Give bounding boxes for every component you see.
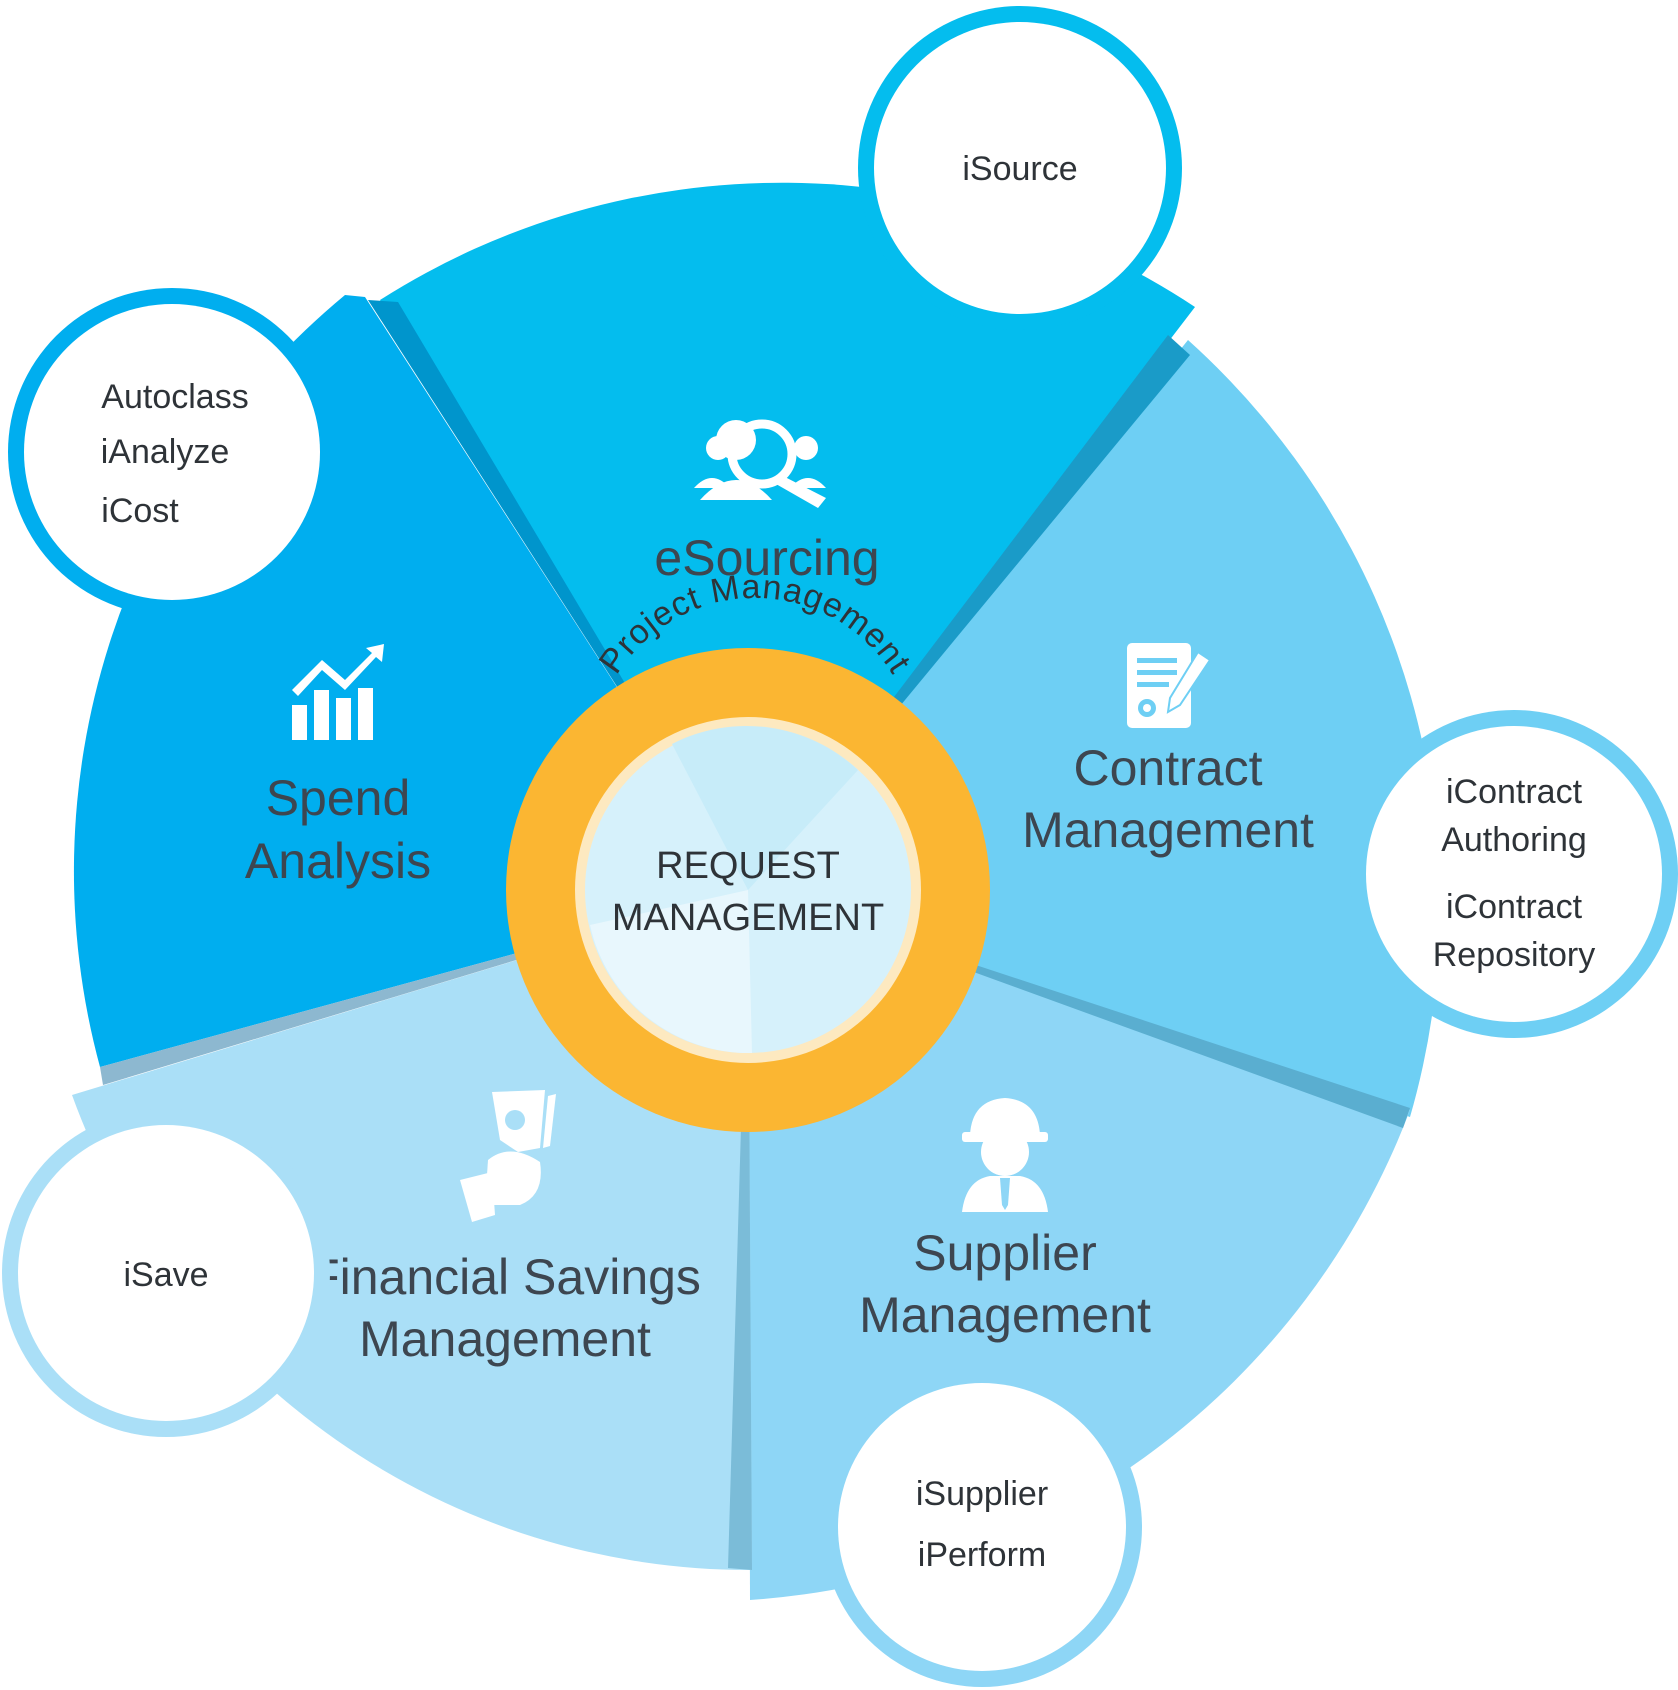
bubble-isource[interactable]: iSource xyxy=(858,6,1182,330)
savings-title-line1: Financial Savings xyxy=(309,1249,701,1305)
segment-esourcing[interactable] xyxy=(380,182,1195,890)
esourcing-title: eSourcing xyxy=(654,530,879,586)
bubble-isave[interactable]: iSave xyxy=(2,1109,330,1437)
supplier-content: Supplier Management xyxy=(859,1098,1151,1343)
bubble-spend-tools[interactable]: Autoclass iAnalyze iCost xyxy=(8,288,336,616)
center-hub: Project Management REQUEST MANAGEMENT xyxy=(506,568,990,1132)
contract-document-icon xyxy=(1127,643,1212,728)
bubble-item: Authoring xyxy=(1441,821,1587,859)
center-upper-slice xyxy=(672,725,858,890)
bubble-item: Autoclass xyxy=(101,378,248,416)
esourcing-content: eSourcing xyxy=(654,419,880,586)
search-people-icon xyxy=(694,419,826,508)
supplier-title-line2: Management xyxy=(859,1287,1151,1343)
bubble-contract-tools[interactable]: iContract Authoring iContract Repository xyxy=(1350,710,1678,1038)
bubble-item: iSupplier xyxy=(916,1475,1048,1513)
bubble-item: iSource xyxy=(962,150,1077,188)
spend-title-line2: Analysis xyxy=(245,833,431,889)
center-lower-slice xyxy=(590,890,752,1054)
bubble-item: iContract xyxy=(1446,888,1583,926)
bubble-item: Repository xyxy=(1433,936,1596,974)
savings-title-line2: Management xyxy=(359,1311,651,1367)
spend-content: Spend Analysis xyxy=(245,644,431,889)
bubble-item: iCost xyxy=(101,492,179,530)
contract-title-line1: Contract xyxy=(1074,740,1263,796)
contract-content: Contract Management xyxy=(1022,643,1314,858)
contract-title-line2: Management xyxy=(1022,802,1314,858)
management-label: MANAGEMENT xyxy=(612,897,884,939)
request-label: REQUEST xyxy=(656,845,840,887)
bar-chart-trend-icon xyxy=(292,644,384,740)
spend-title-line1: Spend xyxy=(266,770,411,826)
money-hand-icon xyxy=(460,1090,556,1222)
supplier-worker-icon xyxy=(962,1098,1048,1212)
supplier-title-line1: Supplier xyxy=(913,1225,1096,1281)
bubble-item: iPerform xyxy=(918,1536,1046,1574)
bubble-item: iSave xyxy=(123,1256,208,1294)
savings-content: Financial Savings Management xyxy=(309,1090,701,1367)
bubble-item: iContract xyxy=(1446,773,1583,811)
bubble-supplier-tools[interactable]: iSupplier iPerform xyxy=(822,1367,1142,1687)
bubble-item: iAnalyze xyxy=(101,433,230,471)
